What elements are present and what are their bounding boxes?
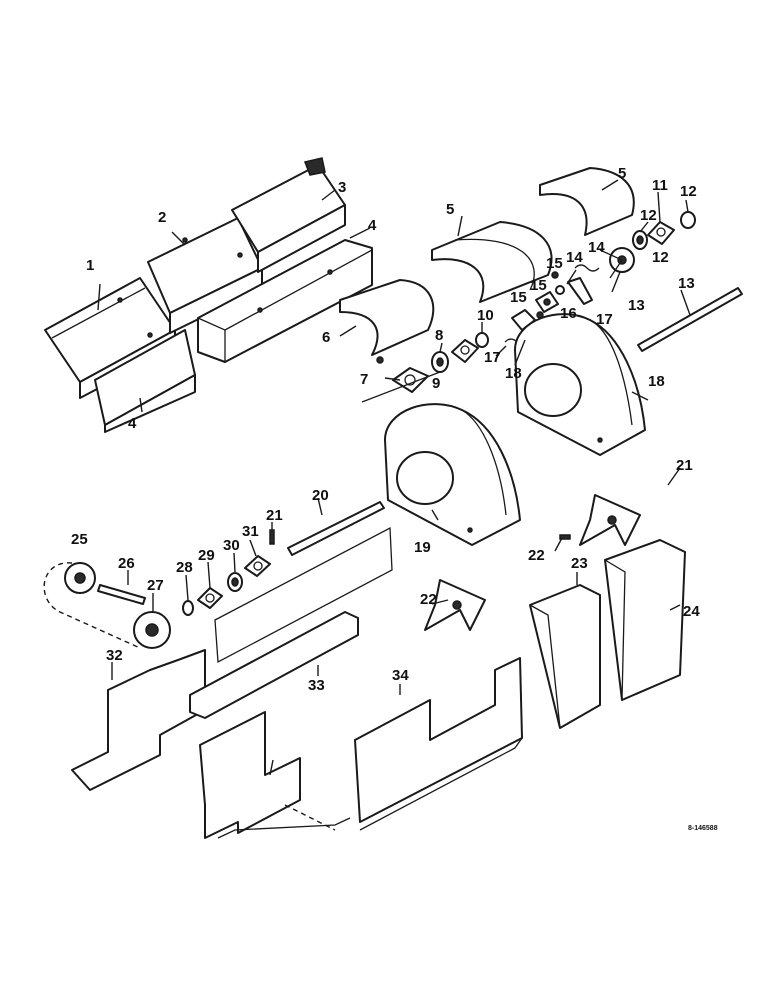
callout-20: 15 xyxy=(530,277,547,294)
bearing-12-left xyxy=(431,351,449,373)
callout-19: 17 xyxy=(596,311,613,328)
curved-baffle-26 xyxy=(431,221,553,303)
callout-2: 6 xyxy=(322,329,330,346)
flange-14-mid xyxy=(451,339,479,363)
callout-4-left: 19 xyxy=(414,539,431,556)
callout-12-right: 12 xyxy=(640,207,657,224)
callout-16: 13 xyxy=(628,297,645,314)
callout-5-right: 24 xyxy=(683,603,700,620)
collar-13-left xyxy=(475,332,489,348)
shield-5-right xyxy=(604,539,686,701)
callout-26: 5 xyxy=(446,201,454,218)
fan-blade-22-left xyxy=(424,579,486,631)
callout-17-mid: 15 xyxy=(510,289,527,306)
callout-3: 32 xyxy=(106,647,123,664)
bolt-9 xyxy=(269,529,275,545)
callout-25: 25 xyxy=(71,531,88,548)
callout-14-left: 7 xyxy=(360,371,368,388)
spring-18-a xyxy=(574,264,600,272)
bar-34 xyxy=(361,371,441,403)
callout-11: 13 xyxy=(678,275,695,292)
curved-baffle-2 xyxy=(339,279,435,364)
callout-15-lower-b: 31 xyxy=(242,523,259,540)
callout-30: 2 xyxy=(158,209,166,226)
callout-7: 20 xyxy=(312,487,329,504)
linkage-19 xyxy=(567,277,593,305)
cover-panel-33 xyxy=(94,329,196,433)
angle-27 xyxy=(189,526,393,719)
callout-33: 4 xyxy=(128,415,137,432)
callouts: 1 2 3 4 4 5 5 6 7 8 9 10 11 12 12 12 13 … xyxy=(71,165,718,832)
idler-assembly-16 xyxy=(599,247,635,279)
callout-5-left: 23 xyxy=(571,555,588,572)
callout-17-top: 14 xyxy=(566,249,583,266)
flange-15-lower-a xyxy=(197,587,223,609)
callout-15-top: 11 xyxy=(652,177,668,194)
flange-15-right xyxy=(647,221,675,245)
callout-18-top: 14 xyxy=(588,239,605,256)
key-23 xyxy=(559,534,571,540)
callout-31: 1 xyxy=(86,257,94,274)
reference-number: 8-146588 xyxy=(688,825,718,832)
fan-housing-4-right xyxy=(514,313,646,456)
fan-housing-4-left xyxy=(384,403,521,546)
callout-32: 3 xyxy=(338,179,346,196)
belt-path-dashed xyxy=(43,562,141,649)
pulley-8 xyxy=(133,611,171,649)
callout-21-mid: 16 xyxy=(560,305,577,322)
bearing-12-right xyxy=(632,230,648,250)
nut-21-a xyxy=(551,271,559,279)
shaft-7 xyxy=(287,501,385,556)
callout-4-right: 18 xyxy=(648,373,665,390)
panel-link-dashed xyxy=(284,804,336,831)
callout-15-right: 12 xyxy=(652,249,669,266)
fan-blade-22-right xyxy=(579,494,641,546)
bearing-12-lower xyxy=(227,572,243,592)
flange-15-lower-b xyxy=(244,555,271,577)
callout-1: 5 xyxy=(618,165,626,182)
callout-24: 26 xyxy=(118,555,135,572)
shaft-11 xyxy=(637,287,743,352)
callout-23: 22 xyxy=(528,547,545,564)
callout-22-right: 21 xyxy=(676,457,693,474)
callout-34: 18 xyxy=(505,365,522,382)
pulley-25 xyxy=(64,562,96,594)
shield-5-left xyxy=(529,584,601,729)
callout-9: 21 xyxy=(266,507,283,524)
collar-13-right xyxy=(680,211,696,229)
callout-13-left: 10 xyxy=(477,307,494,324)
callout-8: 27 xyxy=(147,577,164,594)
panel-29 xyxy=(199,711,351,839)
washer-10 xyxy=(182,600,194,616)
callout-12-lower: 30 xyxy=(223,537,240,554)
hood-6 xyxy=(197,239,373,363)
belt-24 xyxy=(97,584,146,605)
leader-lines xyxy=(97,179,691,776)
callout-27: 33 xyxy=(308,677,325,694)
callout-6: 4 xyxy=(368,217,377,234)
callout-15-lower-a: 29 xyxy=(198,547,215,564)
callout-18-mid: 17 xyxy=(484,349,501,366)
panel-28 xyxy=(354,657,523,831)
callout-28: 34 xyxy=(392,667,409,684)
cover-panel-32 xyxy=(231,157,346,273)
callout-14-mid: 9 xyxy=(432,375,440,392)
pin-20 xyxy=(555,285,565,295)
callout-22-left: 22 xyxy=(420,591,437,608)
bracket-17-right xyxy=(535,291,559,313)
side-plate-3 xyxy=(71,649,206,791)
callout-12-left: 8 xyxy=(435,327,443,344)
callout-13-right: 12 xyxy=(680,183,697,200)
callout-10: 28 xyxy=(176,559,193,576)
callout-21-top: 15 xyxy=(546,255,563,272)
